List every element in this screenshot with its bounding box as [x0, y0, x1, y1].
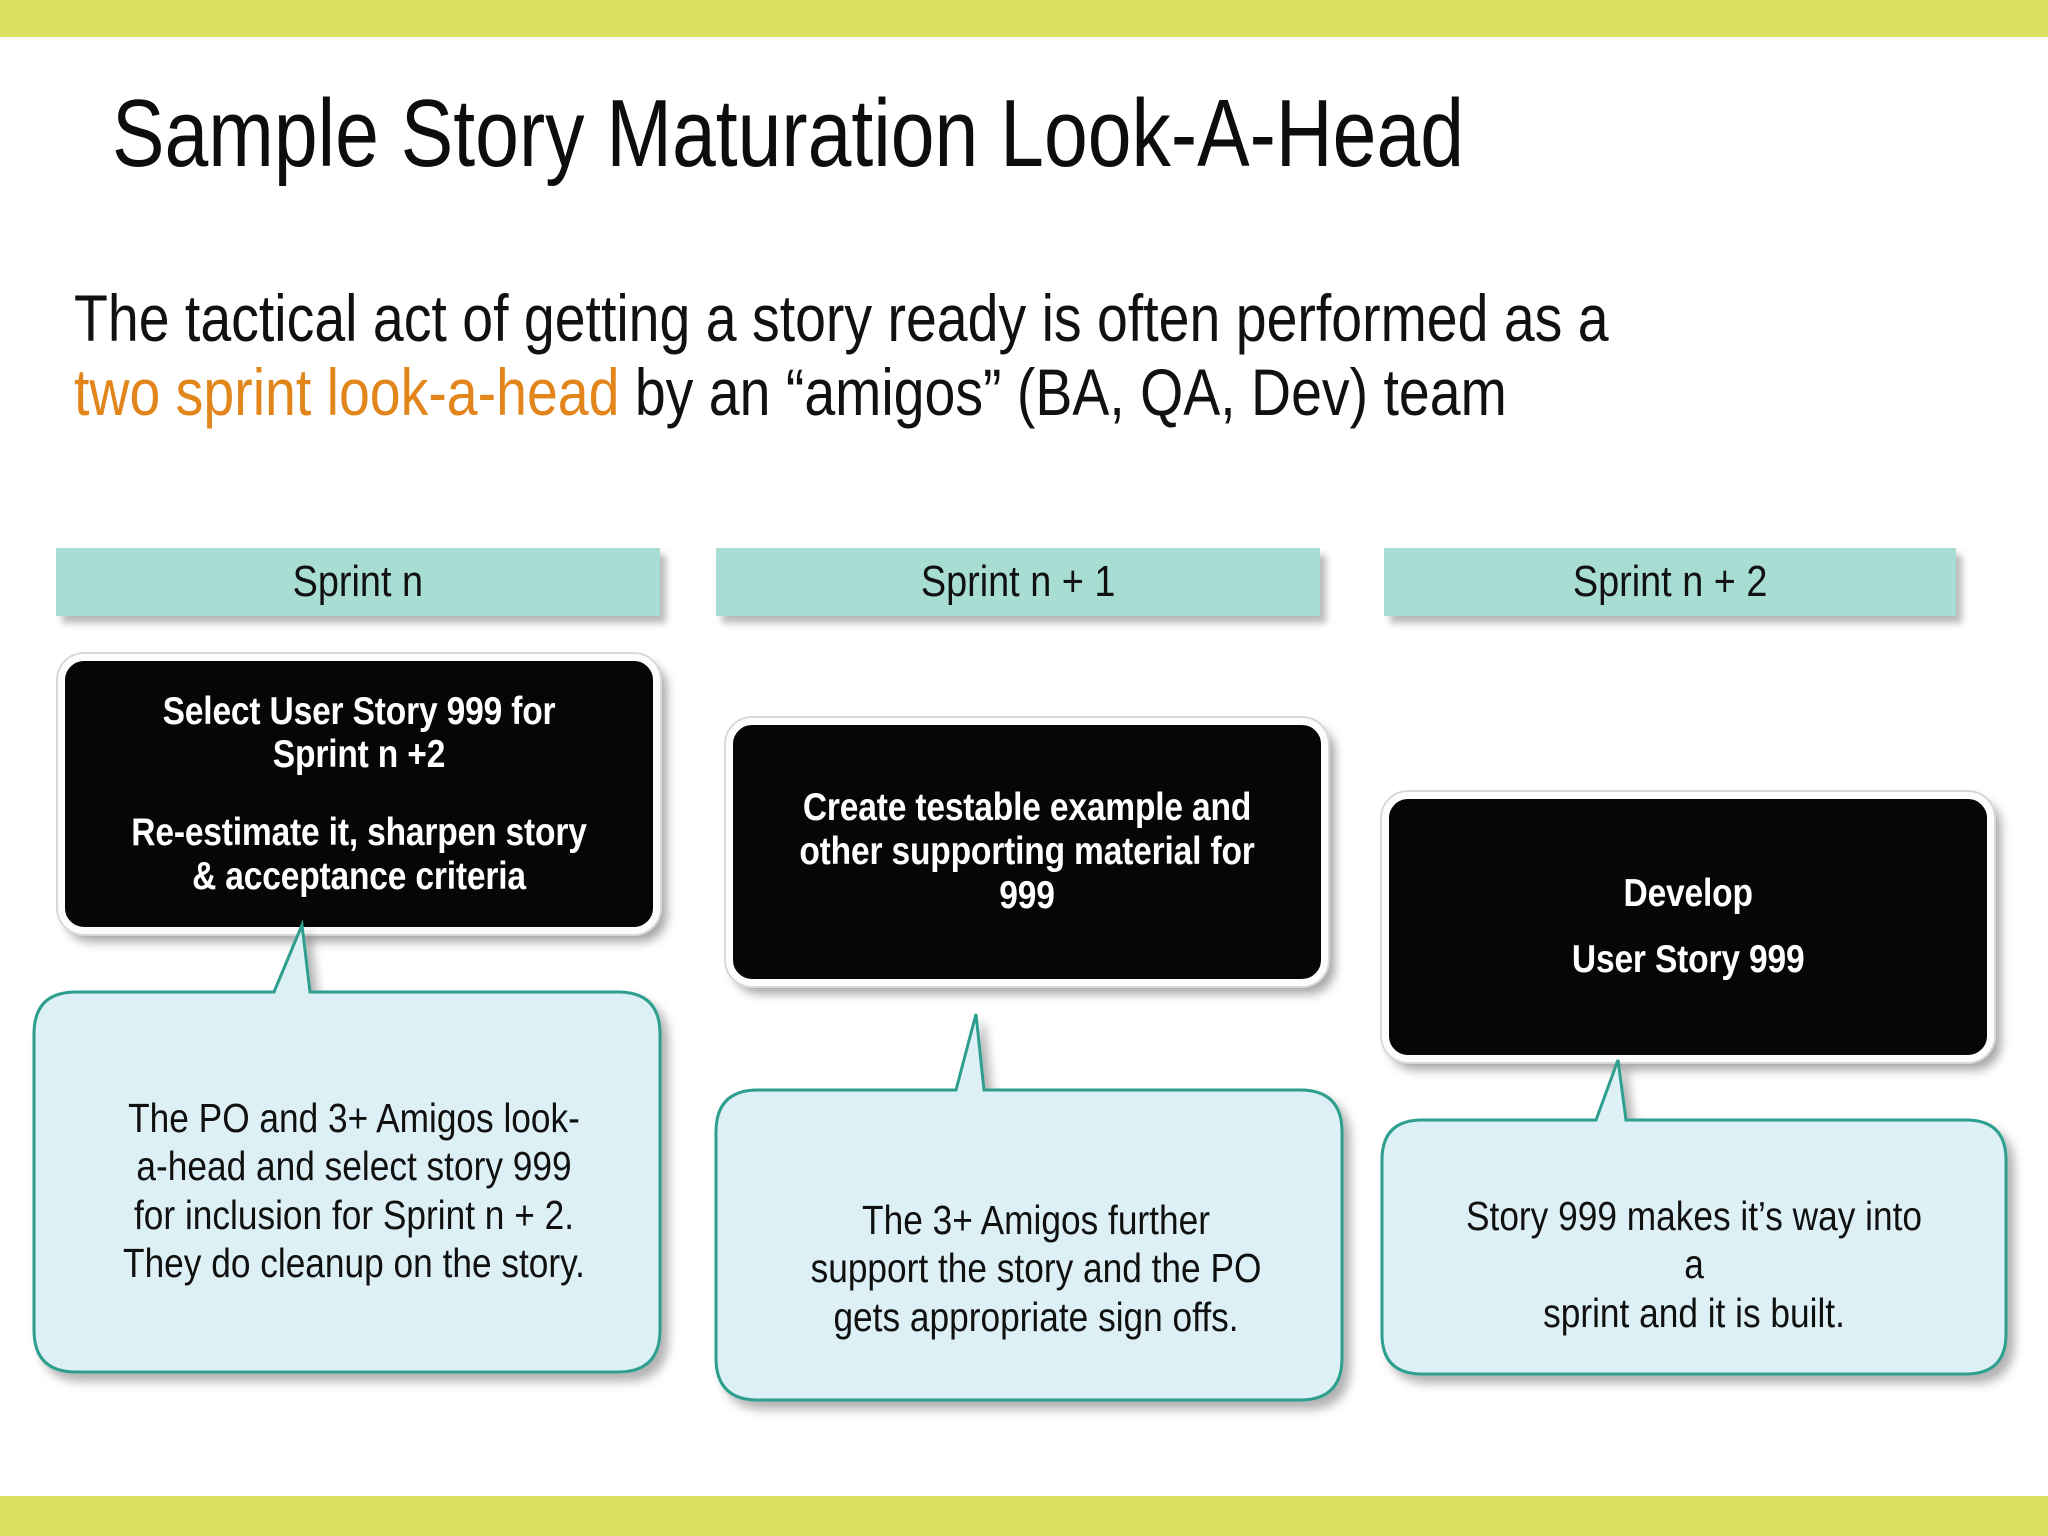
- sprint-header-1-label: Sprint n: [292, 557, 424, 606]
- task-box-3-line-2: User Story 999: [1571, 938, 1805, 981]
- sprint-header-1[interactable]: Sprint n: [56, 548, 660, 616]
- callout-1-line-2: a-head and select story 999: [136, 1143, 572, 1190]
- sprint-header-2[interactable]: Sprint n + 1: [716, 548, 1320, 616]
- subtitle-line-2: two sprint look-a-head by an “amigos” (B…: [74, 354, 1754, 430]
- callout-3-line-2: sprint and it is built.: [1543, 1289, 1845, 1336]
- sprint-header-2-label: Sprint n + 1: [920, 557, 1116, 606]
- page-title: Sample Story Maturation Look-A-Head: [112, 80, 1465, 187]
- subtitle-line-1: The tactical act of getting a story read…: [74, 281, 1609, 355]
- callout-bubble-sprint-n-plus-2[interactable]: Story 999 makes it’s way into a sprint a…: [1374, 1046, 2014, 1386]
- task-box-sprint-n[interactable]: Select User Story 999 for Sprint n +2 Re…: [58, 654, 660, 934]
- callout-1-line-4: They do cleanup on the story.: [123, 1240, 585, 1287]
- task-box-2-line-1: Create testable example and other suppor…: [799, 786, 1255, 917]
- callout-bubble-2-shape: [714, 1013, 1344, 1402]
- callout-1-line-1: The PO and 3+ Amigos look-: [128, 1095, 580, 1141]
- subtitle-accent-phrase: two sprint look-a-head: [74, 354, 620, 429]
- bottom-accent-bar: [0, 1496, 2048, 1536]
- sprint-header-3-label: Sprint n + 2: [1572, 557, 1768, 606]
- task-box-1-line-1: Select User Story 999 for Sprint n +2: [162, 689, 556, 777]
- callout-bubble-sprint-n[interactable]: The PO and 3+ Amigos look- a-head and se…: [24, 912, 684, 1392]
- task-box-sprint-n-plus-1[interactable]: Create testable example and other suppor…: [726, 718, 1328, 986]
- callout-bubble-sprint-n-plus-1[interactable]: The 3+ Amigos further support the story …: [706, 1000, 1366, 1420]
- task-box-sprint-n-plus-2[interactable]: Develop User Story 999: [1382, 792, 1994, 1062]
- callout-2-line-1: The 3+ Amigos further: [862, 1197, 1210, 1243]
- callout-3-line-1: Story 999 makes it’s way into a: [1466, 1193, 1922, 1288]
- sprint-header-3[interactable]: Sprint n + 2: [1384, 548, 1956, 616]
- task-box-3-line-1: Develop: [1623, 872, 1753, 916]
- top-accent-bar: [0, 0, 2048, 37]
- callout-bubble-1-text: The PO and 3+ Amigos look- a-head and se…: [84, 1094, 624, 1288]
- subtitle-line-2-rest: by an “amigos” (BA, QA, Dev) team: [619, 354, 1507, 429]
- callout-2-line-3: gets appropriate sign offs.: [833, 1293, 1239, 1340]
- callout-bubble-3-text: Story 999 makes it’s way into a sprint a…: [1424, 1192, 1964, 1337]
- page-subtitle: The tactical act of getting a story read…: [74, 281, 1754, 430]
- callout-bubble-3-shape: [1380, 1059, 2008, 1376]
- callout-bubble-2-text: The 3+ Amigos further support the story …: [766, 1196, 1306, 1341]
- task-box-1-line-2: Re-estimate it, sharpen story & acceptan…: [131, 811, 587, 898]
- callout-2-line-2: support the story and the PO: [810, 1245, 1262, 1292]
- callout-1-line-3: for inclusion for Sprint n + 2.: [134, 1191, 574, 1238]
- callout-bubble-1-shape: [32, 919, 662, 1374]
